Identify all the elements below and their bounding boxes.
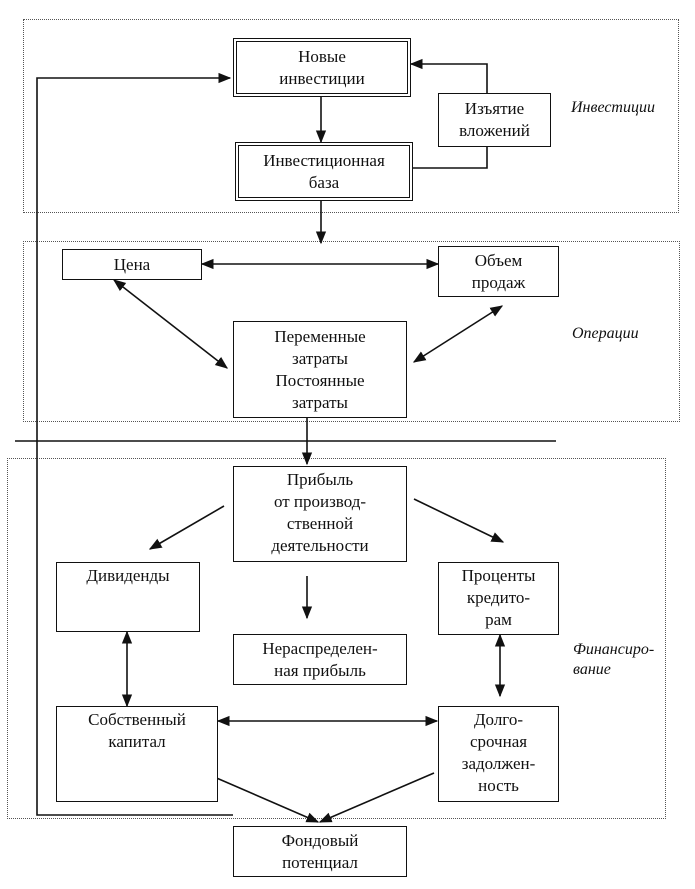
price-costs-arrow	[112, 279, 229, 369]
stock-potential-node: Фондовый потенциал	[233, 826, 407, 877]
creditor-interest-node: Проценты кредито- рам	[438, 562, 559, 635]
equity-feedback-line	[36, 72, 233, 816]
investments-section	[23, 19, 679, 213]
investments-section-label: Инвестиции	[571, 99, 655, 116]
financing-section	[7, 458, 666, 819]
new-investments-node: Новые инвестиции	[233, 38, 411, 97]
profit-to-interest-arrow	[413, 498, 505, 543]
volume-costs-arrow	[412, 305, 504, 363]
withdrawal-to-new-investments-arrow	[409, 58, 488, 93]
equity-node: Собственный капитал	[56, 706, 218, 802]
investment-base-node: Инвестиционная база	[235, 142, 413, 201]
long-term-debt-node: Долго- срочная задолжен- ность	[438, 706, 559, 802]
price-node: Цена	[62, 249, 202, 280]
financing-section-label: Финансиро- вание	[573, 641, 655, 678]
operations-section-label: Операции	[572, 325, 639, 342]
base-to-withdrawal-line	[413, 147, 488, 169]
withdrawal-node: Изъятие вложений	[438, 93, 551, 147]
retained-earnings-node: Нераспределен- ная прибыль	[233, 634, 407, 685]
dividends-node: Дивиденды	[56, 562, 200, 632]
sales-volume-node: Объем продаж	[438, 246, 559, 297]
operating-profit-node: Прибыль от производ- ственной деятельнос…	[233, 466, 407, 562]
costs-node: Переменные затраты Постоянные затраты	[233, 321, 407, 418]
equity-to-stock-potential-arrow	[204, 772, 320, 823]
profit-to-dividends-arrow	[148, 505, 225, 550]
debt-to-stock-potential-arrow	[318, 772, 435, 823]
operations-section	[23, 241, 680, 422]
